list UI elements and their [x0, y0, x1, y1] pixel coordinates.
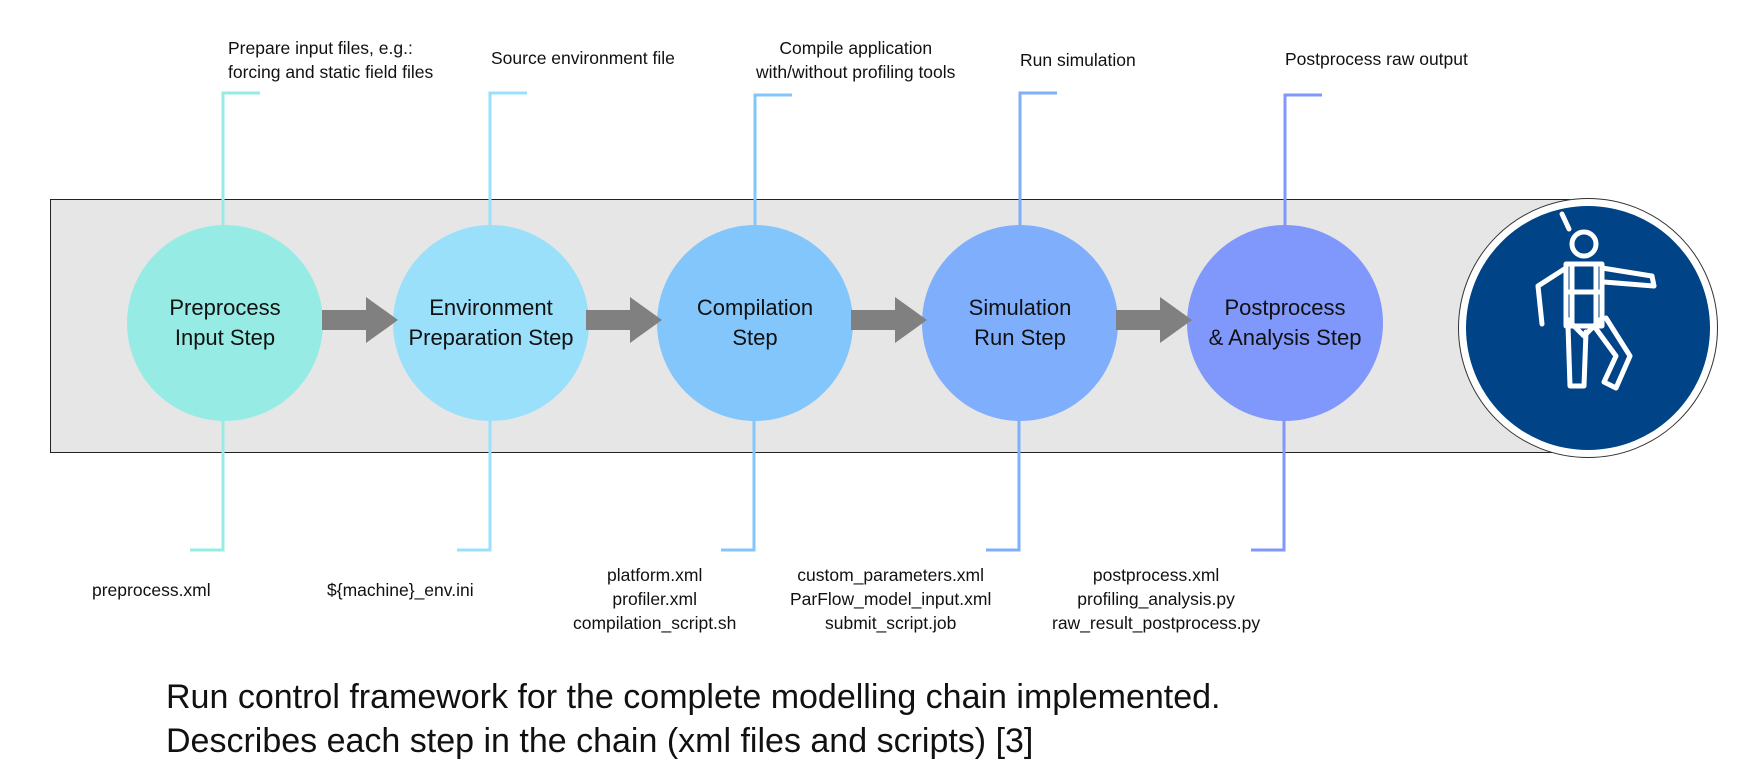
- safety-sign: [1458, 198, 1718, 458]
- step-files: postprocess.xml profiling_analysis.py ra…: [1052, 565, 1261, 633]
- step-description: Source environment file: [491, 48, 675, 68]
- bottom-connector: [1251, 420, 1286, 552]
- step-files: preprocess.xml: [92, 580, 211, 600]
- arrow-icon: [1116, 297, 1192, 343]
- step-files: platform.xml profiler.xml compilation_sc…: [573, 565, 737, 633]
- step-description: Compile application with/without profili…: [756, 38, 956, 82]
- step-label: Compilation Step: [696, 295, 814, 350]
- sign-disc: [1466, 206, 1710, 450]
- top-connector: [221, 91, 260, 226]
- step-postprocess-analysis: Postprocess & Analysis Step: [1187, 225, 1383, 421]
- step-description: Prepare input files, e.g.: forcing and s…: [228, 38, 434, 82]
- step-environment-preparation: Environment Preparation Step: [393, 225, 589, 421]
- step-label: Environment Preparation Step: [408, 295, 574, 350]
- bottom-connector: [457, 420, 492, 552]
- top-connector: [1018, 91, 1057, 226]
- step-files: ${machine}_env.ini: [327, 580, 474, 600]
- step-description: Run simulation: [1020, 50, 1136, 70]
- step-label: Postprocess & Analysis Step: [1208, 295, 1362, 350]
- arrow-icon: [851, 297, 927, 343]
- step-simulation-run: Simulation Run Step: [922, 225, 1118, 421]
- safety-harness-icon: [1535, 211, 1657, 391]
- step-compilation: Compilation Step: [657, 225, 853, 421]
- step-label: Preprocess Input Step: [169, 295, 281, 350]
- step-preprocess-input: Preprocess Input Step: [127, 225, 323, 421]
- bottom-connector: [721, 420, 756, 552]
- top-connector: [1283, 93, 1322, 226]
- bottom-connector: [190, 420, 225, 552]
- arrow-icon: [586, 297, 662, 343]
- step-files: custom_parameters.xml ParFlow_model_inpu…: [790, 565, 992, 633]
- step-description: Postprocess raw output: [1285, 49, 1468, 69]
- arrow-icon: [322, 297, 398, 343]
- diagram-caption: Run control framework for the complete m…: [166, 678, 1221, 760]
- top-connector: [753, 93, 792, 226]
- top-connector: [488, 91, 527, 226]
- bottom-connector: [986, 420, 1021, 552]
- step-label: Simulation Run Step: [968, 295, 1072, 350]
